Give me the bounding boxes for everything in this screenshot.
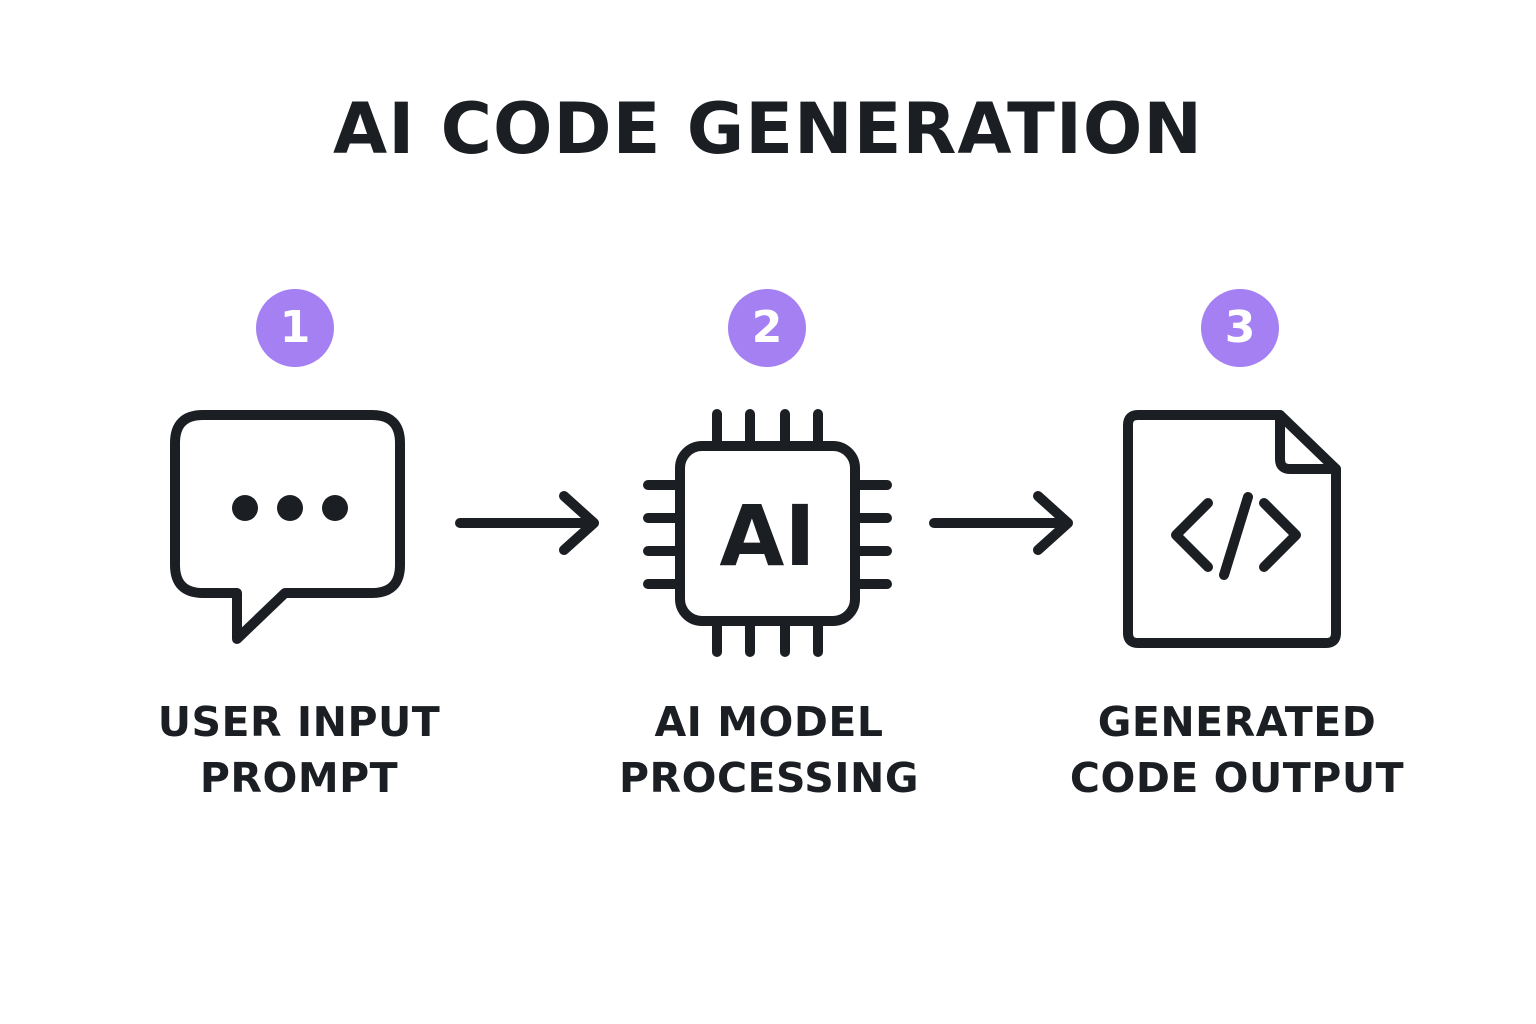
arrow-right-icon (455, 491, 599, 555)
step-1-label: USER INPUT PROMPT (99, 694, 499, 806)
step-2-label-line-1: AI MODEL (654, 698, 884, 746)
step-1-label-line-2: PROMPT (199, 754, 399, 802)
chip-text: AI (719, 487, 815, 585)
step-3-label: GENERATED CODE OUTPUT (1037, 694, 1437, 806)
chat-bubble-icon (170, 410, 405, 644)
code-file-icon (1123, 410, 1341, 648)
step-3-number-badge: 3 (1201, 289, 1279, 367)
arrow-right-icon (929, 491, 1073, 555)
diagram-title: AI CODE GENERATION (333, 88, 1203, 170)
step-2-label-line-2: PROCESSING (618, 754, 919, 802)
step-2-number-badge: 2 (728, 289, 806, 367)
ai-chip-icon: AI (643, 409, 892, 657)
step-2-label: AI MODEL PROCESSING (569, 694, 969, 806)
step-1-label-line-1: USER INPUT (157, 698, 441, 746)
step-1-number-badge: 1 (256, 289, 334, 367)
step-3-label-line-2: CODE OUTPUT (1069, 754, 1405, 802)
step-3-label-line-1: GENERATED (1097, 698, 1377, 746)
